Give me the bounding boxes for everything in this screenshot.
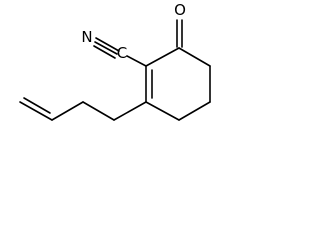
ring-bond-c1-c2 (145, 47, 180, 67)
chain-bond-1 (113, 101, 147, 121)
chain-bond-3 (51, 101, 84, 121)
triple-bond-line-1 (94, 41, 118, 55)
butenyl-chain (19, 97, 147, 121)
nitrogen-label: N (81, 28, 92, 46)
molecule-drawing: N C O (19, 1, 211, 121)
ring-bond-c2-c3 (178, 47, 211, 67)
nitrile-to-ring-bond (126, 55, 147, 67)
triple-bond-line-3 (93, 45, 116, 59)
cyclohexene-ring (145, 47, 211, 121)
chain-double-bond-inner (23, 97, 51, 114)
oxygen-label: O (174, 1, 186, 19)
ring-bond-c5-c6 (145, 101, 180, 121)
chain-bond-terminal (19, 101, 53, 121)
ring-bond-c4-c5 (178, 101, 211, 121)
nitrile-group (93, 37, 147, 67)
triple-bond-line-2 (95, 37, 120, 52)
structure-diagram: N C O (0, 0, 216, 134)
chain-bond-2 (82, 101, 115, 121)
carbon-label: C (117, 44, 127, 62)
carbonyl-group (176, 19, 183, 48)
